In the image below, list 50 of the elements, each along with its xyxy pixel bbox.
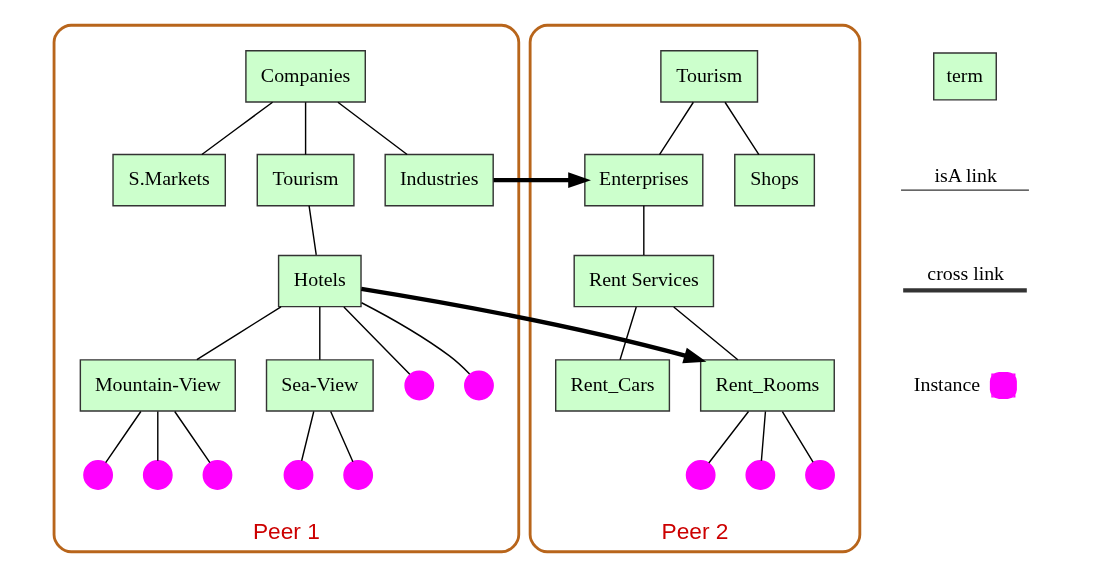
connector — [760, 410, 767, 462]
arrow — [360, 286, 707, 364]
connector — [673, 306, 739, 361]
connector — [174, 410, 211, 464]
node-circle — [283, 460, 314, 490]
legend-label: isA link — [934, 163, 997, 186]
node-box: Rent_Rooms — [699, 359, 835, 412]
connector — [708, 410, 750, 464]
connector — [343, 306, 411, 376]
connector — [781, 410, 814, 463]
legend-label: Instance — [913, 372, 981, 395]
node-box: Tourism — [256, 153, 355, 207]
node-circle — [685, 460, 716, 490]
node-box: Companies — [245, 50, 366, 103]
node-box: Hotels — [277, 254, 362, 308]
node-box: S.Markets — [112, 153, 226, 207]
connector — [643, 205, 645, 256]
connector — [104, 410, 142, 464]
node-box: Sea-View — [265, 359, 374, 412]
node-box: Industries — [384, 153, 494, 207]
connector — [360, 302, 471, 375]
connector — [724, 101, 760, 156]
node-box: Enterprises — [584, 153, 704, 207]
connector — [157, 410, 159, 462]
legend-label: cross link — [927, 261, 1005, 284]
arrow — [493, 172, 591, 189]
node-box: Rent_Cars — [555, 359, 671, 412]
node-circle — [343, 460, 374, 490]
connector — [201, 101, 274, 156]
node-circle — [464, 370, 494, 401]
connector — [308, 205, 317, 256]
node-box: Tourism — [660, 50, 759, 103]
node-box: Rent Services — [573, 254, 715, 308]
connector — [330, 410, 354, 463]
node-circle — [404, 370, 435, 401]
connector — [658, 101, 695, 156]
connector — [319, 306, 321, 361]
connector — [619, 306, 637, 361]
connector — [337, 101, 408, 156]
connector — [196, 306, 282, 361]
node-circle — [745, 460, 776, 490]
node-circle — [805, 460, 835, 490]
node-circle — [83, 460, 114, 490]
node-box: Mountain-View — [79, 359, 236, 412]
node-circle — [142, 460, 173, 490]
connector — [304, 101, 307, 156]
node-circle — [202, 460, 233, 490]
legend-label: term — [946, 64, 983, 87]
node-box: Shops — [734, 153, 816, 207]
connector — [300, 410, 315, 462]
